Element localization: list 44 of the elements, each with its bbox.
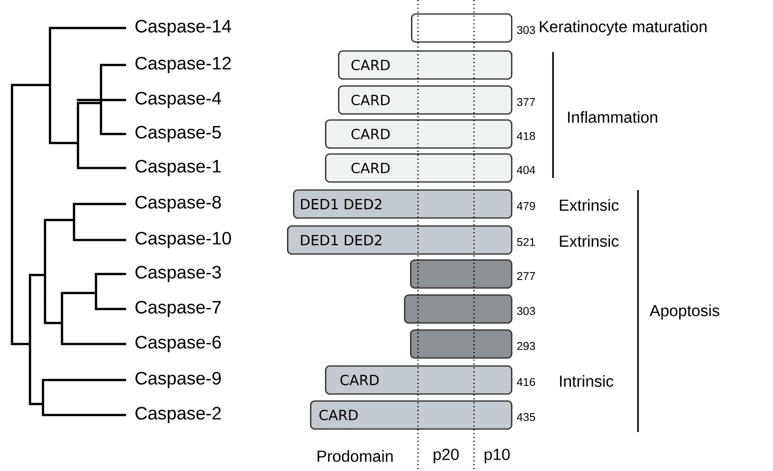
sequence-length: 418 — [516, 132, 536, 140]
domain-bar — [410, 259, 512, 289]
domain-box: CARD — [338, 50, 512, 80]
sequence-length: 303 — [517, 26, 536, 34]
domain-box: CARD — [325, 365, 512, 395]
sequence-length: 435 — [516, 413, 536, 421]
function-label: Extrinsic — [560, 199, 619, 211]
species-label: Caspase-12 — [136, 56, 231, 74]
species-label: Caspase-3 — [136, 266, 221, 282]
species-label: Caspase-6 — [136, 336, 221, 352]
function-label: Extrinsic — [560, 235, 619, 247]
sequence-length: 521 — [517, 238, 535, 246]
domain-box: DED1 DED2 — [287, 225, 512, 255]
species-label: Caspase-8 — [136, 196, 221, 212]
species-label: Caspase-2 — [136, 406, 221, 424]
species-label: Caspase-9 — [136, 372, 221, 388]
domain-box: DED1 DED2 — [293, 189, 512, 219]
species-label: Caspase-5 — [136, 126, 221, 142]
domain-bar — [411, 13, 512, 43]
species-label: Caspase-14 — [136, 20, 232, 36]
sequence-length: 404 — [516, 166, 536, 174]
sequence-length: 303 — [517, 307, 536, 315]
species-label: Caspase-10 — [136, 232, 231, 248]
sequence-length: 277 — [517, 272, 535, 280]
domain-bar — [410, 329, 512, 359]
function-label: Keratinocyte maturation — [540, 20, 707, 36]
species-label: Caspase-7 — [136, 300, 221, 318]
domain-box: CARD — [338, 85, 512, 115]
sequence-length: 416 — [516, 378, 536, 386]
domain-box: CARD — [310, 400, 512, 430]
domain-bar — [404, 294, 512, 324]
sequence-length: 377 — [517, 98, 535, 106]
region-label: p10 — [484, 448, 510, 464]
region-label: Prodomain — [318, 450, 393, 462]
species-label: Caspase-4 — [136, 92, 222, 108]
sequence-length: 293 — [517, 342, 536, 350]
species-label: Caspase-1 — [136, 160, 221, 176]
domain-box: CARD — [325, 119, 512, 149]
sequence-length: 479 — [516, 202, 535, 210]
domain-box: CARD — [325, 153, 512, 183]
function-label: Apoptosis — [650, 304, 720, 320]
region-label: p20 — [434, 448, 459, 464]
function-label: Intrinsic — [560, 375, 614, 387]
function-label: Inflammation — [568, 111, 658, 123]
